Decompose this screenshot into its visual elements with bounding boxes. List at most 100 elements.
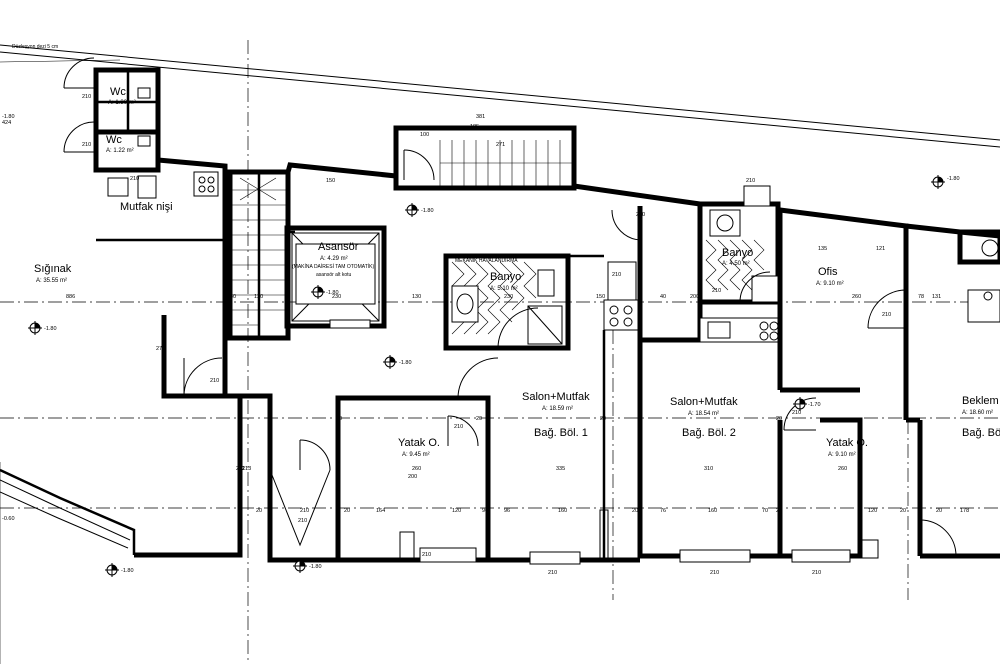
- level-9: -0.60: [2, 516, 15, 522]
- dim-210b: 210: [82, 94, 91, 100]
- dim-100: 100: [420, 132, 429, 138]
- door-swing-wc1: [63, 57, 95, 89]
- dim-210p: 210: [612, 272, 621, 278]
- dim-210i: 210: [636, 212, 645, 218]
- dim-231: 231: [236, 466, 245, 472]
- cooktop-1: [603, 299, 641, 331]
- axis-lines: [0, 40, 1000, 664]
- unit-label-1: Bağ. Böl. 1: [534, 427, 588, 439]
- level-6: -1.80: [309, 564, 322, 570]
- dim-274: 274: [156, 346, 165, 352]
- room-name-yatak2: Yatak O.: [826, 437, 868, 449]
- dim-210n: 210: [812, 570, 821, 576]
- level-2: -1.80: [421, 208, 434, 214]
- dim-210m: 210: [710, 570, 719, 576]
- dim-96: 96: [482, 508, 488, 514]
- dim-20i: 20: [776, 416, 782, 422]
- unit-1-walls: [335, 330, 640, 565]
- dim-310: 310: [704, 466, 713, 472]
- dim-260: 260: [852, 294, 861, 300]
- room-area-bekleme: A: 18.60 m²: [962, 410, 993, 416]
- room-name-salon1: Salon+Mutfak: [522, 391, 590, 403]
- room-area-banyo1: A: 5.10 m²: [490, 286, 518, 292]
- dim-20: 20: [344, 508, 350, 514]
- dim-271: 271: [496, 142, 505, 148]
- dim-76: 76: [660, 508, 666, 514]
- dim-120c: 120: [868, 508, 877, 514]
- shower-banyo2: [751, 275, 779, 303]
- dim-160: 160: [558, 508, 567, 514]
- dim-210o: 210: [130, 176, 139, 182]
- room-area-salon2: A: 18.54 m²: [688, 411, 719, 417]
- dim-20g: 20: [256, 508, 262, 514]
- dim-210: 210: [300, 508, 309, 514]
- dim-20d: 20: [632, 508, 638, 514]
- dim-335: 335: [556, 466, 565, 472]
- dimension-labels: 381 271 185 150 100 135 121 131 886 120 …: [2, 94, 969, 576]
- kitchenette-sink: [107, 177, 129, 197]
- dim-210e: 210: [454, 424, 463, 430]
- dim-185: 185: [470, 124, 479, 130]
- site-boundary: [0, 44, 1000, 664]
- window-yatak2: [791, 549, 851, 563]
- level-7: -1.80: [326, 290, 339, 296]
- dim-70: 70: [762, 508, 768, 514]
- room-area-wc2: A: 1.22 m²: [106, 148, 134, 154]
- dim-135: 135: [818, 246, 827, 252]
- window-salon2: [679, 549, 751, 563]
- dim-260b: 260: [412, 466, 421, 472]
- room-name-wc2: Wc: [106, 134, 122, 146]
- dim-80: 80: [230, 294, 236, 300]
- dim-210h: 210: [882, 312, 891, 318]
- dim-886: 886: [66, 294, 75, 300]
- level-3: -1.80: [399, 360, 412, 366]
- dim-210j: 210: [298, 518, 307, 524]
- room-name-banyo1: Banyo: [490, 271, 521, 283]
- room-name-wc1: Wc: [110, 86, 126, 98]
- banyo-1-walls: [443, 206, 643, 558]
- room-name-ofis: Ofis: [818, 266, 838, 278]
- dim-210l: 210: [548, 570, 557, 576]
- room-name-banyo2: Banyo: [722, 247, 753, 259]
- stove-symbol: [193, 171, 219, 197]
- siginak-walls: [0, 157, 243, 560]
- level-5: -1.80: [121, 568, 134, 574]
- dim-260c: 260: [838, 466, 847, 472]
- dim-210f: 210: [792, 410, 801, 416]
- toilet-1: [137, 87, 151, 99]
- dim-20f: 20: [900, 508, 906, 514]
- dim-150b: 150: [596, 294, 605, 300]
- room-area-ofis: A: 9.10 m²: [816, 281, 844, 287]
- door-swing-salon1: [457, 357, 499, 399]
- door-swing-yatak1: [447, 415, 479, 447]
- dim-230: 230: [504, 294, 513, 300]
- room-area-salon1: A: 18.59 m²: [542, 406, 573, 412]
- dim-213: 213: [242, 466, 251, 472]
- unit-3-walls: [905, 223, 1000, 559]
- dim-210d: 210: [210, 378, 219, 384]
- room-name-bekleme: Beklem: [962, 395, 999, 407]
- toilet-banyo2: [743, 185, 771, 207]
- door-swing-yatak2: [783, 397, 817, 431]
- room-area-yatak1: A: 9.45 m²: [402, 452, 430, 458]
- note-banyo1: MEKANİK HAVALANDIRMA: [455, 257, 518, 264]
- dim-230b: 230: [332, 294, 341, 300]
- dim-96b: 96: [504, 508, 510, 514]
- dim-424: 424: [2, 120, 11, 126]
- unit-label-3: Bağ. Bö: [962, 427, 1000, 439]
- dim-210g: 210: [712, 288, 721, 294]
- dim-150: 150: [326, 178, 335, 184]
- room-name-yatak1: Yatak O.: [398, 437, 440, 449]
- door-swing-ofis: [867, 289, 907, 329]
- door-swing-banyo1: [497, 307, 539, 349]
- outside-stairs: [285, 125, 701, 207]
- door-swing-wc2: [63, 121, 95, 153]
- window-yatak1: [419, 547, 477, 563]
- dim-20j: 20: [936, 508, 942, 514]
- dim-200: 200: [408, 474, 417, 480]
- door-swing-stair: [403, 149, 435, 181]
- room-name-salon2: Salon+Mutfak: [670, 396, 738, 408]
- dim-120b: 120: [452, 508, 461, 514]
- dim-40: 40: [660, 294, 666, 300]
